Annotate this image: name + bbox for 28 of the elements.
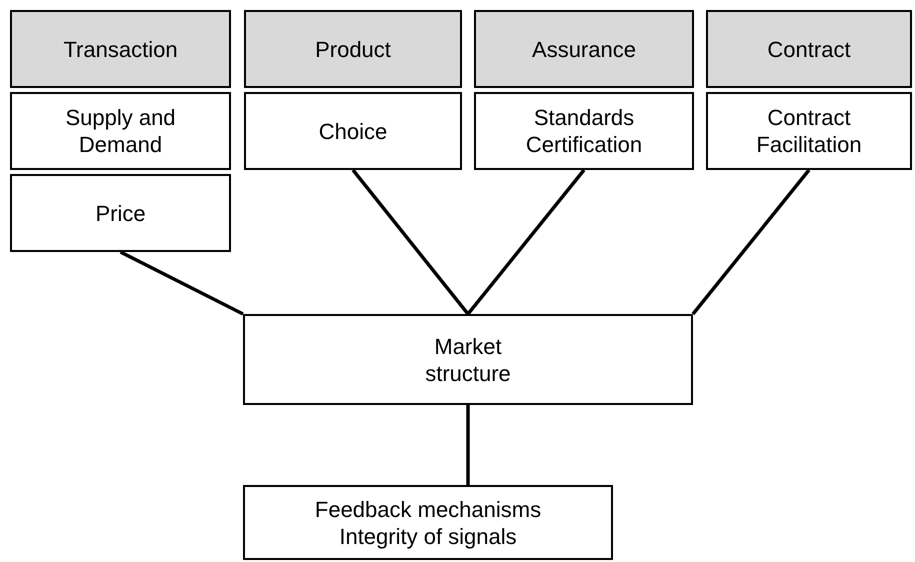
connector-line bbox=[466, 405, 470, 485]
connector-line bbox=[120, 250, 244, 316]
text-box bbox=[10, 92, 231, 170]
box-text: Feedback mechanisms bbox=[314, 496, 542, 522]
header-box bbox=[706, 10, 912, 88]
box-text: Standards Certification bbox=[524, 104, 644, 158]
text-box bbox=[474, 92, 694, 170]
box-text: Assurance bbox=[532, 36, 636, 62]
box-text: Transaction bbox=[63, 36, 178, 62]
text-box bbox=[243, 314, 693, 405]
box-text: Supply and Demand bbox=[64, 104, 177, 158]
box-text: Market structure bbox=[424, 332, 512, 386]
text-box bbox=[10, 174, 231, 252]
header-box bbox=[10, 10, 231, 88]
box-text: Price bbox=[95, 200, 146, 226]
box-text: Contract Facilitation bbox=[755, 104, 863, 158]
header-box bbox=[474, 10, 694, 88]
connector-line bbox=[352, 168, 470, 316]
header-box bbox=[244, 10, 462, 88]
box-text: Integrity of signals bbox=[339, 522, 517, 550]
box-text: Contract bbox=[767, 36, 851, 62]
box-text: Product bbox=[315, 36, 391, 62]
connector-line bbox=[692, 168, 810, 316]
text-box bbox=[244, 92, 462, 170]
text-box bbox=[243, 485, 613, 560]
connector-line bbox=[466, 168, 586, 316]
text-box bbox=[706, 92, 912, 170]
box-text: Choice bbox=[318, 118, 388, 144]
